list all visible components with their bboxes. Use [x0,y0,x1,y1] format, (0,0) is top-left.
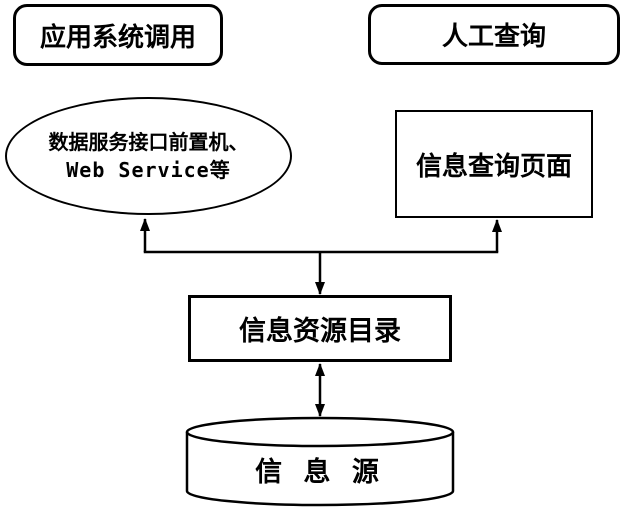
cylinder-body [185,432,455,507]
node-manual-query-label: 人工查询 [441,22,546,52]
node-data-service-label-line2: Web Service等 [66,158,231,182]
node-manual-query: 人工查询 [368,4,620,65]
node-info-resource-catalog-label: 信息资源目录 [239,316,401,347]
node-app-system-call-label: 应用系统调用 [39,22,196,53]
node-info-source-label: 信 息 源 [255,456,385,488]
node-app-system-call: 应用系统调用 [13,4,223,66]
node-info-query-page-label: 信息查询页面 [415,151,572,182]
node-info-source: 信 息 源 [187,443,453,495]
cylinder-top [185,416,455,448]
node-data-service-label-line1: 数据服务接口前置机、 [48,130,249,154]
node-data-service-frontend: 数据服务接口前置机、 Web Service等 [5,97,292,215]
node-info-query-page: 信息查询页面 [395,110,593,218]
node-info-resource-catalog: 信息资源目录 [188,295,452,362]
